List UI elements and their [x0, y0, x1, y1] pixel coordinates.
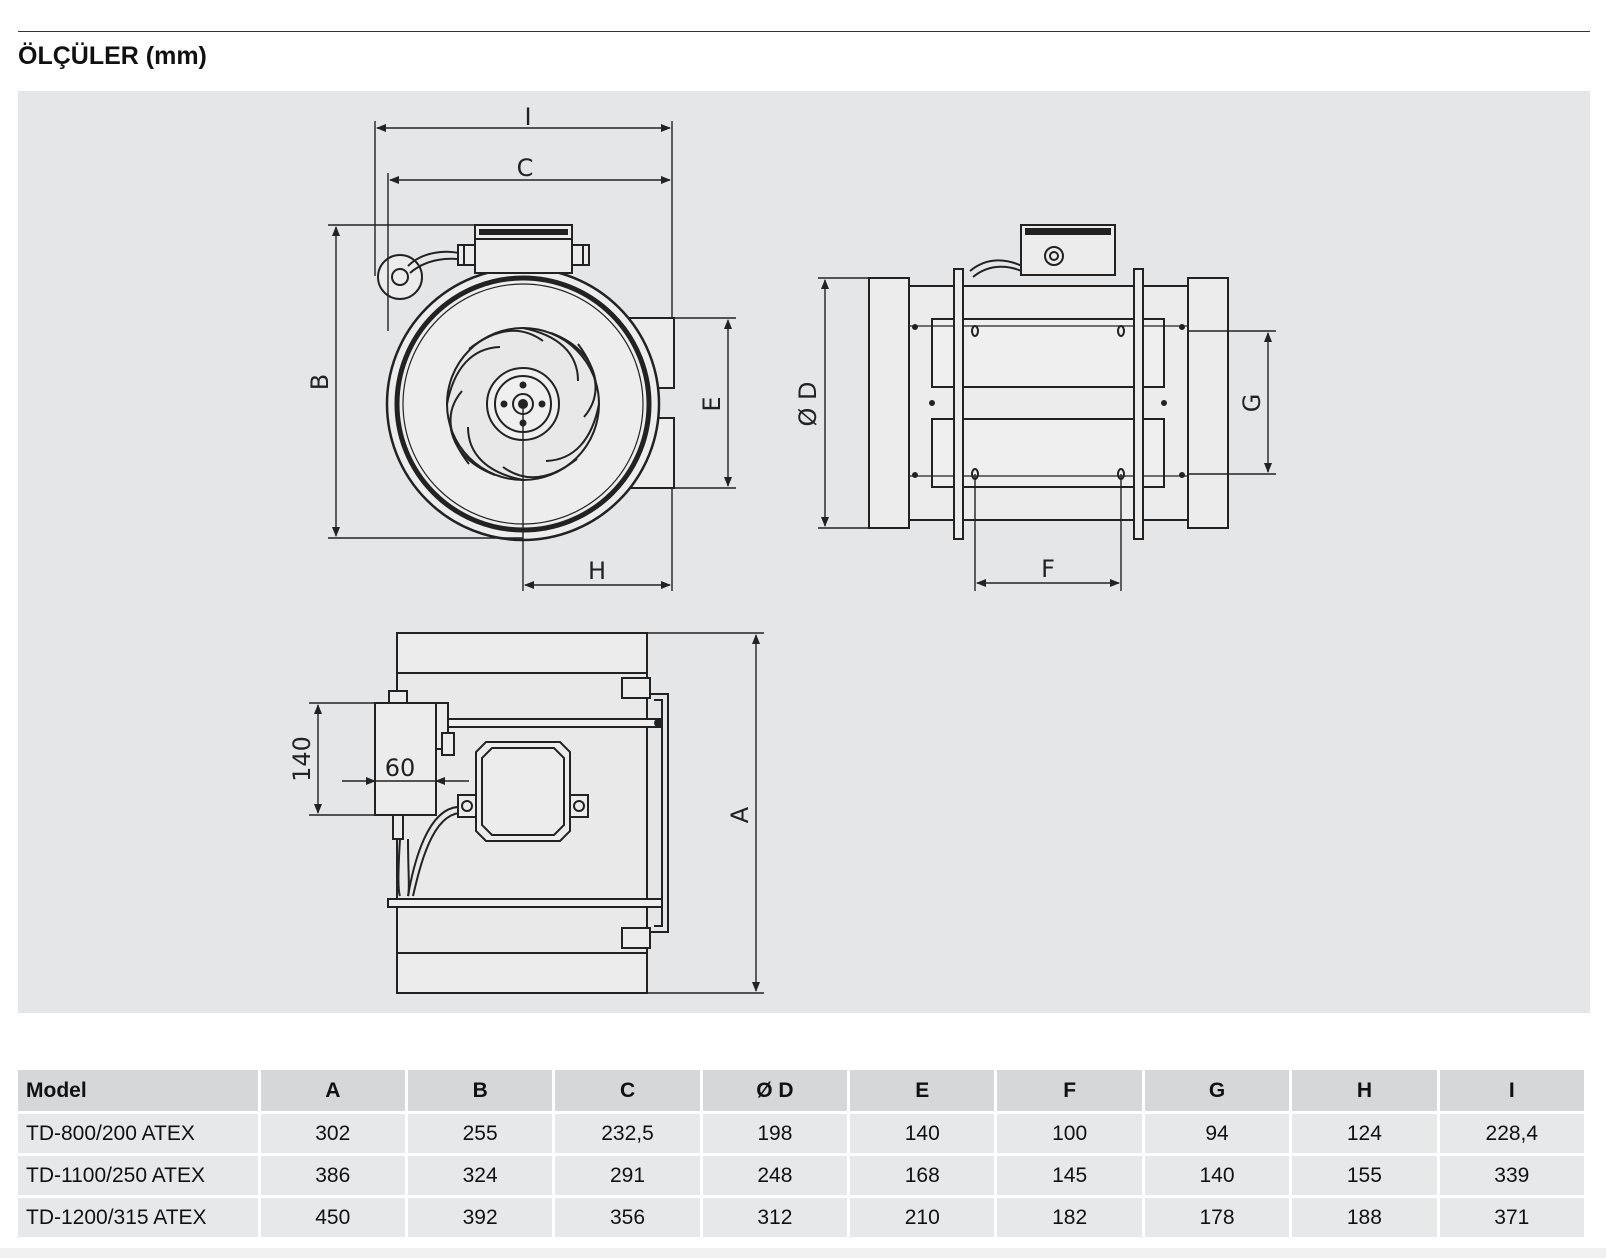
col-header-c: C — [555, 1070, 700, 1111]
model-cell: TD-1100/250 ATEX — [18, 1156, 258, 1195]
table-cell: 228,4 — [1439, 1114, 1584, 1153]
table-cell: 450 — [260, 1198, 405, 1237]
table-cell: 339 — [1439, 1156, 1584, 1195]
col-header-e: E — [850, 1070, 995, 1111]
table-cell: 94 — [1144, 1114, 1290, 1153]
table-cell: 232,5 — [555, 1114, 700, 1153]
model-cell: TD-800/200 ATEX — [18, 1114, 258, 1153]
side-view — [868, 224, 1229, 540]
top-view-dimensions — [309, 632, 764, 994]
col-header-f: F — [997, 1070, 1142, 1111]
table-cell: 356 — [555, 1198, 700, 1237]
dim-label-g: G — [1238, 394, 1266, 413]
dimensions-table: Model A B C Ø D E F G H I TD-800/200 ATE… — [15, 1067, 1587, 1240]
table-cell: 188 — [1292, 1198, 1437, 1237]
col-header-i: I — [1439, 1070, 1584, 1111]
section-heading: ÖLÇÜLER (mm) — [18, 42, 207, 70]
col-header-a: A — [260, 1070, 405, 1111]
table-cell: 291 — [555, 1156, 700, 1195]
front-view — [377, 224, 675, 542]
table-cell: 324 — [407, 1156, 553, 1195]
table-cell: 145 — [997, 1156, 1142, 1195]
table-cell: 248 — [702, 1156, 848, 1195]
table-cell: 155 — [1292, 1156, 1437, 1195]
dim-label-b: B — [306, 374, 334, 390]
table-cell: 198 — [702, 1114, 848, 1153]
table-cell: 371 — [1439, 1198, 1584, 1237]
dim-label-d: Ø D — [794, 382, 822, 427]
side-view-dimensions — [818, 277, 1276, 591]
top-rule — [18, 31, 1590, 32]
top-view — [374, 632, 669, 994]
model-cell: TD-1200/315 ATEX — [18, 1198, 258, 1237]
table-cell: 100 — [997, 1114, 1142, 1153]
dim-label-c: C — [517, 154, 534, 182]
table-cell: 178 — [1144, 1198, 1290, 1237]
table-cell: 302 — [260, 1114, 405, 1153]
col-header-g: G — [1144, 1070, 1290, 1111]
col-header-h: H — [1292, 1070, 1437, 1111]
impeller-blades — [446, 327, 600, 481]
table-cell: 312 — [702, 1198, 848, 1237]
table-row: TD-1100/250 ATEX 386 324 291 248 168 145… — [18, 1156, 1584, 1195]
col-header-d: Ø D — [702, 1070, 848, 1111]
table-cell: 386 — [260, 1156, 405, 1195]
table-cell: 124 — [1292, 1114, 1437, 1153]
col-header-b: B — [407, 1070, 553, 1111]
dim-label-140: 140 — [288, 736, 316, 782]
technical-drawing-panel: I C B E H — [18, 91, 1590, 1013]
dim-label-h: H — [588, 557, 606, 585]
dimension-drawing: I C B E H — [288, 103, 1276, 994]
table-cell: 392 — [407, 1198, 553, 1237]
table-cell: 255 — [407, 1114, 553, 1153]
table-cell: 140 — [1144, 1156, 1290, 1195]
col-header-model: Model — [18, 1070, 258, 1111]
table-cell: 210 — [850, 1198, 995, 1237]
dim-label-f: F — [1041, 555, 1055, 583]
dim-label-i: I — [524, 103, 531, 131]
table-cell: 168 — [850, 1156, 995, 1195]
dim-label-a: A — [726, 806, 754, 823]
table-row: TD-1200/315 ATEX 450 392 356 312 210 182… — [18, 1198, 1584, 1237]
table-cell: 140 — [850, 1114, 995, 1153]
front-view-dimensions — [328, 121, 736, 591]
table-cell: 182 — [997, 1198, 1142, 1237]
dim-label-e: E — [698, 396, 726, 411]
page-bottom-band — [0, 1248, 1606, 1258]
table-header-row: Model A B C Ø D E F G H I — [18, 1070, 1584, 1111]
table-row: TD-800/200 ATEX 302 255 232,5 198 140 10… — [18, 1114, 1584, 1153]
dim-label-60: 60 — [385, 754, 416, 782]
